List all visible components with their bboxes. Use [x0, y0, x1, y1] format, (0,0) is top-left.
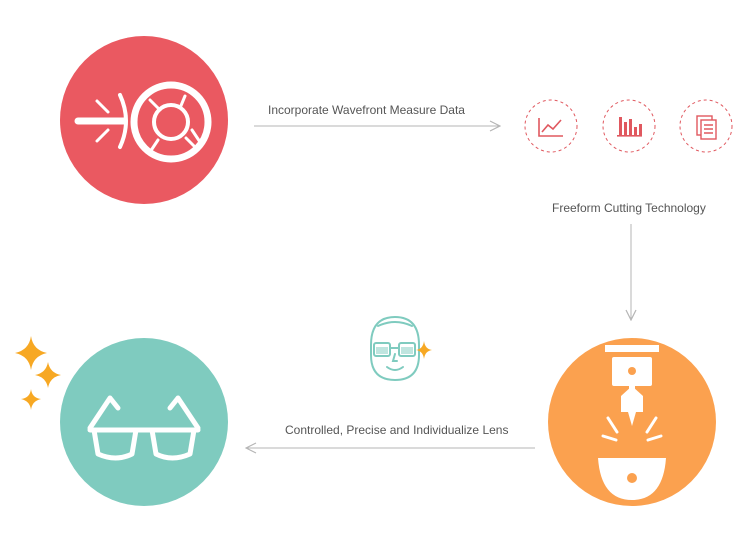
face-sparkle-icon	[416, 341, 432, 359]
bar-chart-step	[602, 99, 656, 153]
happy-face-icon	[370, 315, 432, 382]
line-chart-icon	[538, 118, 563, 137]
eye-scan-circle	[60, 36, 228, 204]
arrow-label-freeform: Freeform Cutting Technology	[552, 201, 706, 215]
bar-chart-ring	[602, 99, 656, 153]
lens-result-circle	[60, 338, 228, 506]
document-step	[679, 99, 733, 153]
bar-chart-icon	[617, 117, 642, 137]
arrow-label-wavefront: Incorporate Wavefront Measure Data	[268, 103, 465, 117]
freeform-cutting-step	[548, 338, 716, 506]
line-chart-step	[524, 99, 578, 153]
measure-icons-group	[524, 99, 733, 153]
line-chart-ring	[524, 99, 578, 153]
eye-scan-step	[60, 36, 228, 204]
document-ring	[679, 99, 733, 153]
eye-laser-scan-icon	[74, 81, 212, 163]
cutting-machine-icon	[598, 345, 666, 500]
sparkles-icon	[15, 336, 61, 410]
arrow-label-lens: Controlled, Precise and Individualize Le…	[285, 423, 509, 437]
lens-result-step	[15, 336, 228, 506]
glasses-icon	[87, 395, 201, 461]
document-icon	[696, 115, 717, 140]
